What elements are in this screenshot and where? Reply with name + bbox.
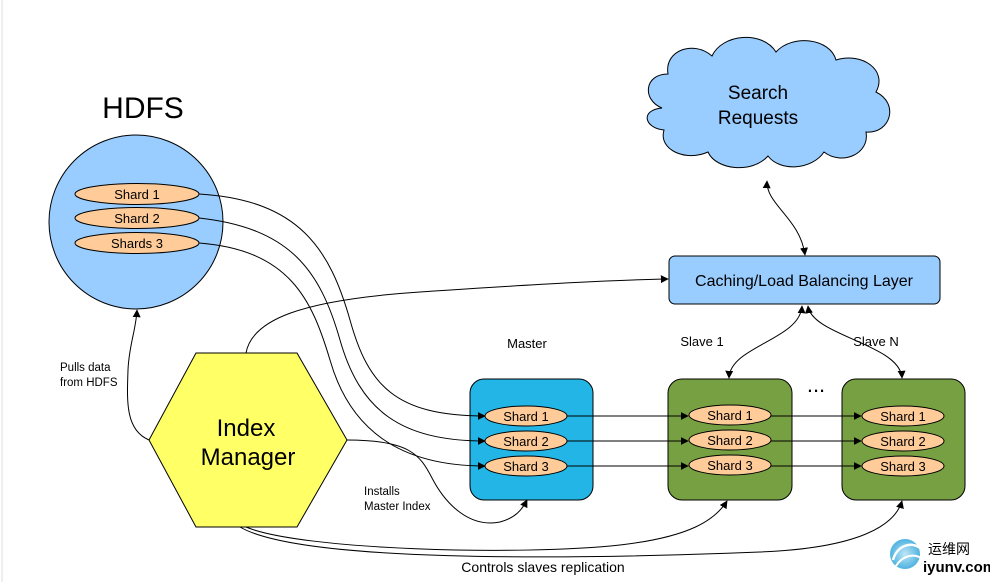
master-shard-3: Shard 3	[484, 455, 568, 477]
slave-1-shard-2: Shard 2	[688, 429, 772, 451]
search-requests-label: Search	[728, 83, 788, 104]
svg-text:Shard 3: Shard 3	[707, 458, 753, 473]
slave-n-shard-3: Shard 3	[861, 455, 945, 477]
master-label: Master	[507, 336, 547, 351]
connector-search-to-caching	[762, 180, 808, 256]
svg-text:Shard 1: Shard 1	[503, 409, 549, 424]
installs-master-index-annotation-2: Master Index	[364, 501, 431, 513]
connector-hdfs-shard-2-to-master	[198, 217, 486, 445]
more-slaves-ellipsis: ...	[807, 372, 825, 397]
master-shard-2: Shard 2	[484, 430, 568, 452]
hdfs-title: HDFS	[102, 92, 184, 125]
svg-text:Shards 3: Shards 3	[111, 236, 163, 251]
svg-text:Shard 1: Shard 1	[114, 187, 160, 202]
connector-index-manager-to-slave-1	[245, 500, 728, 551]
svg-text:Shard 2: Shard 2	[114, 211, 160, 226]
slave-n-node: Shard 1 Shard 2 Shard 3	[841, 378, 966, 501]
svg-text:Shard 2: Shard 2	[707, 433, 753, 448]
watermark-url: iyunv.com	[923, 559, 990, 576]
svg-text:Caching/Load Balancing Layer: Caching/Load Balancing Layer	[695, 273, 914, 290]
search-requests-label-2: Requests	[718, 108, 798, 129]
svg-text:Shard 1: Shard 1	[880, 409, 926, 424]
pulls-data-annotation-2: from HDFS	[60, 377, 118, 389]
slave-1-shard-1: Shard 1	[688, 404, 772, 426]
svg-text:Shard 3: Shard 3	[880, 459, 926, 474]
index-manager-label: Index	[217, 415, 276, 442]
slave-1-shard-3: Shard 3	[688, 454, 772, 476]
master-node: Shard 1 Shard 2 Shard 3	[469, 378, 594, 501]
search-requests-cloud: Search Requests	[646, 37, 891, 169]
master-shard-1: Shard 1	[484, 405, 568, 427]
hdfs-shard-2: Shard 2	[74, 207, 200, 229]
svg-text:Shard 1: Shard 1	[707, 408, 753, 423]
slave-1-node: Shard 1 Shard 2 Shard 3	[667, 378, 793, 501]
watermark-cn: 运维网	[928, 541, 970, 557]
watermark-logo: 运维网 iyunv.com	[890, 539, 990, 576]
connector-index-manager-to-slave-n	[239, 500, 904, 558]
slave-n-shard-1: Shard 1	[861, 405, 945, 427]
slave-n-shard-2: Shard 2	[861, 430, 945, 452]
connector-index-manager-to-master	[346, 439, 528, 524]
svg-text:Shard 3: Shard 3	[503, 459, 549, 474]
pulls-data-annotation: Pulls data	[60, 362, 111, 374]
hdfs-shard-3: Shards 3	[74, 232, 200, 254]
svg-text:Shard 2: Shard 2	[880, 434, 926, 449]
slave-n-label: Slave N	[853, 334, 899, 349]
connector-caching-to-slave-n	[805, 305, 906, 379]
caching-load-balancing-layer: Caching/Load Balancing Layer	[668, 255, 941, 305]
slave-1-label: Slave 1	[680, 334, 723, 349]
connector-index-manager-to-hdfs	[126, 309, 150, 441]
connector-hdfs-shard-1-to-master	[198, 193, 486, 420]
installs-master-index-annotation: Installs	[364, 486, 400, 498]
index-manager-label-2: Manager	[201, 444, 296, 471]
controls-replication-annotation: Controls slaves replication	[461, 559, 624, 575]
connector-index-manager-to-caching	[245, 275, 669, 354]
watermark-swirl-icon	[890, 539, 920, 569]
index-manager: Index Manager	[148, 352, 348, 528]
svg-text:Shard 2: Shard 2	[503, 434, 549, 449]
connector-caching-to-slave-1	[725, 305, 806, 379]
hdfs-shard-1: Shard 1	[74, 183, 200, 205]
